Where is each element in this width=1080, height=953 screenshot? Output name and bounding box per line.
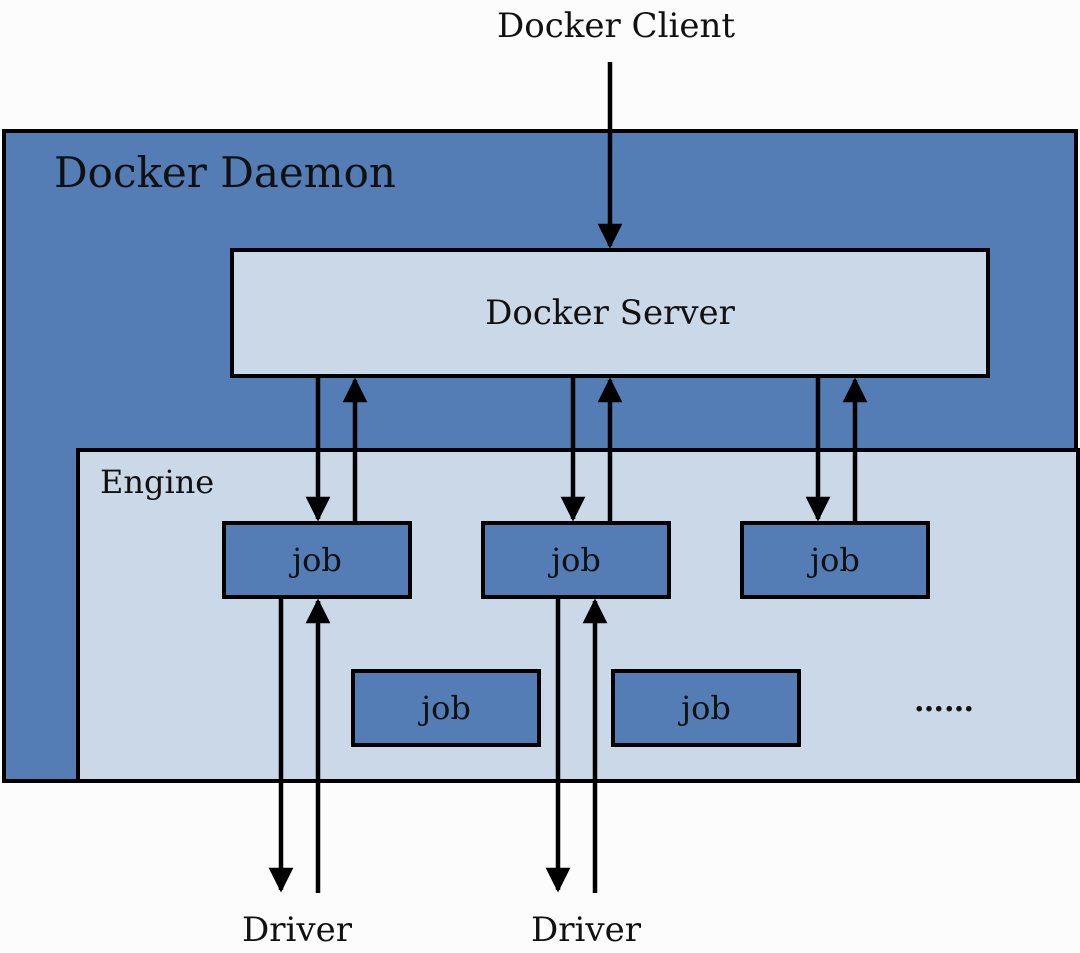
job-label: job <box>421 689 471 727</box>
more-jobs-ellipsis: …… <box>914 684 974 719</box>
job-box-5: job <box>611 669 801 747</box>
docker-server-box: Docker Server <box>230 248 990 378</box>
job-box-1: job <box>222 521 412 599</box>
job-label: job <box>681 689 731 727</box>
job-box-4: job <box>351 669 541 747</box>
driver-label-2: Driver <box>531 910 641 950</box>
docker-client-label: Docker Client <box>497 6 735 46</box>
driver-label-1: Driver <box>242 910 352 950</box>
job-label: job <box>292 541 342 579</box>
job-box-2: job <box>481 521 671 599</box>
engine-label: Engine <box>100 463 215 501</box>
docker-server-label: Docker Server <box>485 293 735 333</box>
docker-daemon-label: Docker Daemon <box>54 148 396 197</box>
job-label: job <box>551 541 601 579</box>
job-box-3: job <box>740 521 930 599</box>
job-label: job <box>810 541 860 579</box>
